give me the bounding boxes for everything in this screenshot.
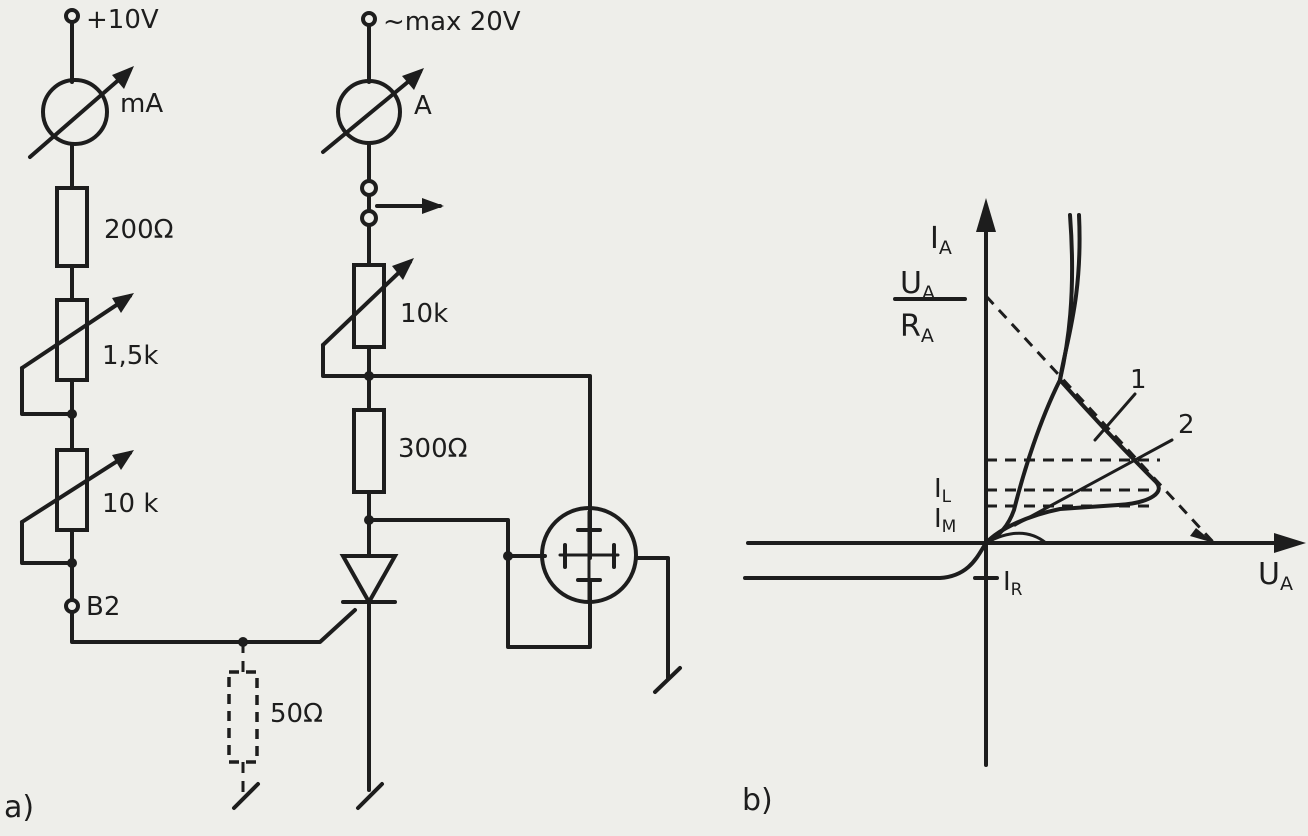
supply-left-label: +10V [86,5,159,35]
measuring-device-symbol [540,506,638,604]
curve-1-label: 1 [1130,365,1147,395]
line-2 [1013,438,1174,527]
supply-right-label: ~max 20V [383,7,521,37]
potentiometer-10k-right-label: 10k [400,299,448,329]
label-leader-1 [1093,392,1137,442]
resistor-50-dashed [227,670,259,764]
meter-arrow-left [28,68,132,159]
meter-left-label: mA [120,89,163,119]
ratio-denominator: RA [900,309,934,347]
il-label: IL [934,474,952,507]
milliammeter-symbol [41,78,109,146]
ground-symbol [356,782,384,810]
resistor-300 [352,408,386,494]
circuit-a: +10V mA 200Ω 1,5k 10 k B2 50Ω [4,5,682,825]
potentiometer-1-5k-label: 1,5k [102,341,158,371]
ground-symbol [653,666,682,694]
thyristor-symbol [339,554,399,607]
characteristic-graph-b: IA UA UA RA 1 2 IL IM IR b) [742,198,1306,818]
curve-2-label: 2 [1178,410,1195,440]
ground-symbol [232,782,260,810]
meter-right-label: A [414,91,432,121]
terminal-b2-label: B2 [86,592,120,622]
resistor-50-label: 50Ω [270,699,323,729]
potentiometer-10k-left-label: 10 k [102,489,158,519]
potentiometer-arrow [20,294,132,370]
potentiometer-arrow [20,451,132,524]
resistor-300-label: 300Ω [398,434,468,464]
ir-label: IR [1003,567,1023,600]
switch-contact [360,209,378,227]
panel-label-a: a) [4,790,34,825]
x-axis-label: UA [1258,557,1293,595]
potentiometer-arrow [321,260,412,347]
y-axis-label: IA [930,221,952,259]
resistor-200 [55,186,89,268]
im-label: IM [934,504,956,537]
switch-contact [360,179,378,197]
meter-arrow-right [321,70,422,154]
panel-label-b: b) [742,783,773,818]
potentiometer-10k-right [352,263,386,349]
resistor-200-label: 200Ω [104,215,174,245]
